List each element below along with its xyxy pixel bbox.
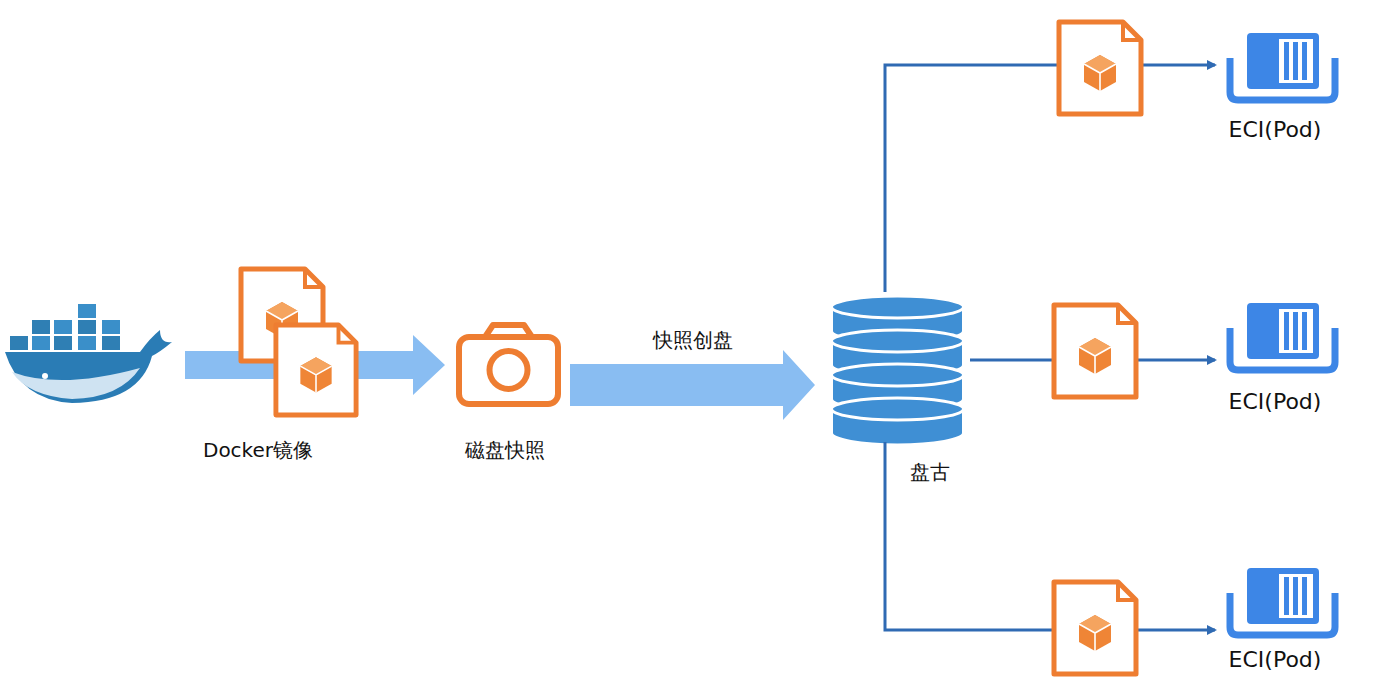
eci-pod: ECI(Pod) (1215, 25, 1345, 145)
node-label: ECI(Pod) (1229, 117, 1322, 143)
eci-pod: ECI(Pod) (1215, 295, 1345, 417)
connector (570, 350, 815, 420)
disk-snapshot: 磁盘快照 (445, 315, 570, 465)
connector (365, 335, 445, 395)
connector (885, 490, 1215, 630)
edge-label: 快照创盘 (650, 328, 736, 352)
node-label: Docker镜像 (203, 438, 313, 462)
pangu-storage: 盘古 (815, 292, 970, 490)
node-label: ECI(Pod) (1229, 647, 1322, 673)
node-label: ECI(Pod) (1229, 389, 1322, 415)
eci-pod: ECI(Pod) (1215, 560, 1345, 675)
node-label: 盘古 (910, 460, 950, 484)
docker-image: Docker镜像 (190, 262, 365, 467)
node-label: 磁盘快照 (465, 438, 545, 462)
connector (885, 65, 1215, 292)
